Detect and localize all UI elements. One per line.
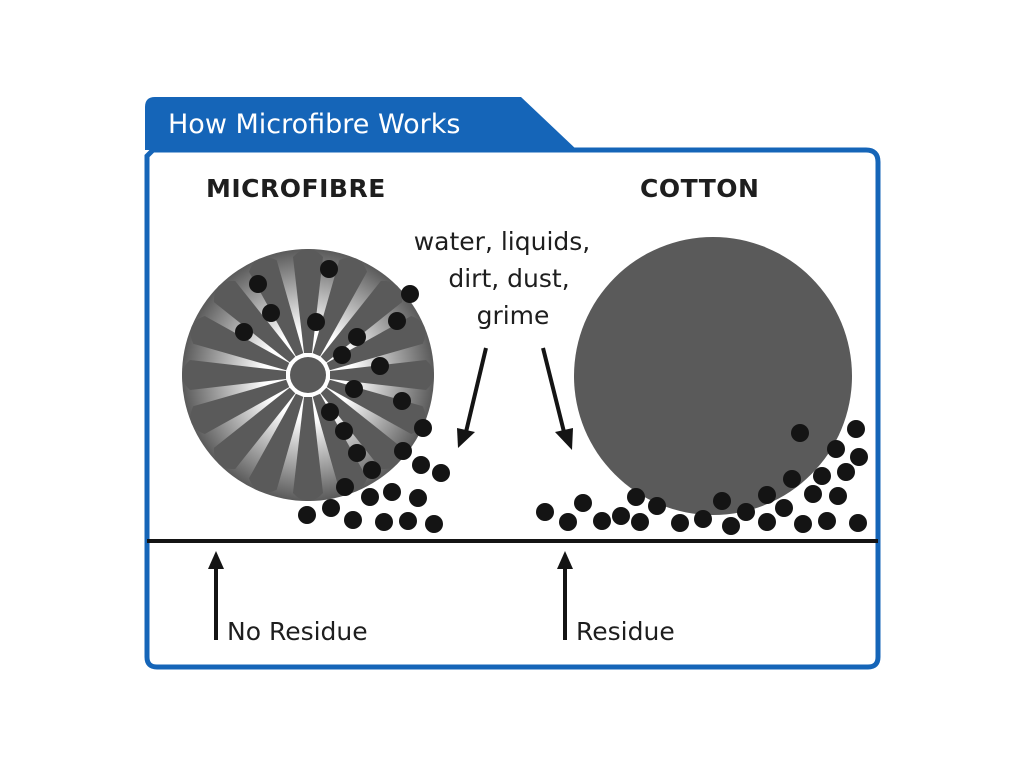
dirt-particle xyxy=(388,312,406,330)
caption-arrow-left xyxy=(457,347,488,448)
dirt-particle xyxy=(827,440,845,458)
dirt-particle xyxy=(383,483,401,501)
dirt-particle xyxy=(791,424,809,442)
dirt-particle xyxy=(783,470,801,488)
microfibre-illustration xyxy=(182,249,450,533)
microfibre-spoke xyxy=(190,379,290,435)
dirt-particle xyxy=(849,514,867,532)
dirt-particle xyxy=(574,494,592,512)
cotton-fibre xyxy=(574,237,852,515)
dirt-particle xyxy=(262,304,280,322)
microfibre-spoke xyxy=(320,387,403,470)
dirt-particle xyxy=(345,380,363,398)
cotton-heading: COTTON xyxy=(640,174,759,203)
dirt-particle xyxy=(671,514,689,532)
residue-label: Residue xyxy=(576,617,675,646)
dirt-particle xyxy=(713,492,731,510)
dirt-particle xyxy=(694,510,712,528)
dirt-particle xyxy=(837,463,855,481)
dirt-particle xyxy=(399,512,417,530)
cotton-illustration xyxy=(536,237,868,535)
dirt-particle xyxy=(612,507,630,525)
dirt-particle xyxy=(631,513,649,531)
dirt-particle xyxy=(850,448,868,466)
dirt-particle xyxy=(344,511,362,529)
microfibre-spoke xyxy=(330,360,434,390)
microfibre-spoke xyxy=(213,387,296,470)
dirt-particle xyxy=(648,497,666,515)
no-residue-label: No Residue xyxy=(227,617,368,646)
dirt-particle xyxy=(320,260,338,278)
dirt-particle xyxy=(322,499,340,517)
microfibre-spoke xyxy=(248,393,304,493)
dirt-particle xyxy=(298,506,316,524)
microfibre-spoke xyxy=(190,315,290,371)
caption-arrow-right xyxy=(541,347,573,450)
diagram-title: How Microfibre Works xyxy=(168,109,460,140)
dirt-particle xyxy=(758,486,776,504)
dirt-particle xyxy=(375,513,393,531)
dirt-particle xyxy=(627,488,645,506)
cotton-particles xyxy=(536,420,868,535)
microfibre-spoke xyxy=(312,257,368,357)
dirt-particle xyxy=(813,467,831,485)
dirt-particle xyxy=(335,422,353,440)
microfibre-heading: MICROFIBRE xyxy=(206,174,386,203)
microfibre-core xyxy=(290,357,326,393)
dirt-particle xyxy=(536,503,554,521)
dirt-particle xyxy=(235,323,253,341)
title-tab xyxy=(145,97,577,150)
dirt-particle xyxy=(249,275,267,293)
surface-line xyxy=(147,539,878,543)
dirt-particle xyxy=(829,487,847,505)
dirt-particle xyxy=(363,461,381,479)
dirt-particle xyxy=(737,503,755,521)
dirt-particle xyxy=(425,515,443,533)
microfibre-spoke xyxy=(326,315,426,371)
dirt-particle xyxy=(794,515,812,533)
dirt-particle xyxy=(593,512,611,530)
caption-line-2: dirt, dust, xyxy=(448,264,569,293)
dirt-particle xyxy=(348,328,366,346)
residue-arrow xyxy=(557,551,573,640)
dirt-particle xyxy=(559,513,577,531)
microfibre-spoke xyxy=(182,360,286,390)
dirt-particle xyxy=(722,517,740,535)
microfibre-particles xyxy=(235,260,450,533)
dirt-particle xyxy=(307,313,325,331)
dirt-particle xyxy=(361,488,379,506)
no-residue-arrow xyxy=(208,551,224,640)
dirt-particle xyxy=(321,403,339,421)
microfibre-spoke xyxy=(293,249,323,353)
dirt-particle xyxy=(775,499,793,517)
caption-line-3: grime xyxy=(477,301,550,330)
dirt-particle xyxy=(414,419,432,437)
dirt-particle xyxy=(847,420,865,438)
dirt-particle xyxy=(333,346,351,364)
dirt-particle xyxy=(348,444,366,462)
caption-line-1: water, liquids, xyxy=(414,227,591,256)
dirt-particle xyxy=(401,285,419,303)
dirt-particle xyxy=(432,464,450,482)
microfibre-spoke xyxy=(320,280,403,363)
microfibre-spoke xyxy=(213,280,296,363)
dirt-particle xyxy=(804,485,822,503)
microfibre-spoke xyxy=(293,397,323,501)
dirt-particle xyxy=(412,456,430,474)
dirt-particle xyxy=(818,512,836,530)
dirt-particle xyxy=(393,392,411,410)
dirt-particle xyxy=(336,478,354,496)
dirt-particle xyxy=(409,489,427,507)
dirt-particle xyxy=(394,442,412,460)
dirt-particle xyxy=(758,513,776,531)
dirt-particle xyxy=(371,357,389,375)
